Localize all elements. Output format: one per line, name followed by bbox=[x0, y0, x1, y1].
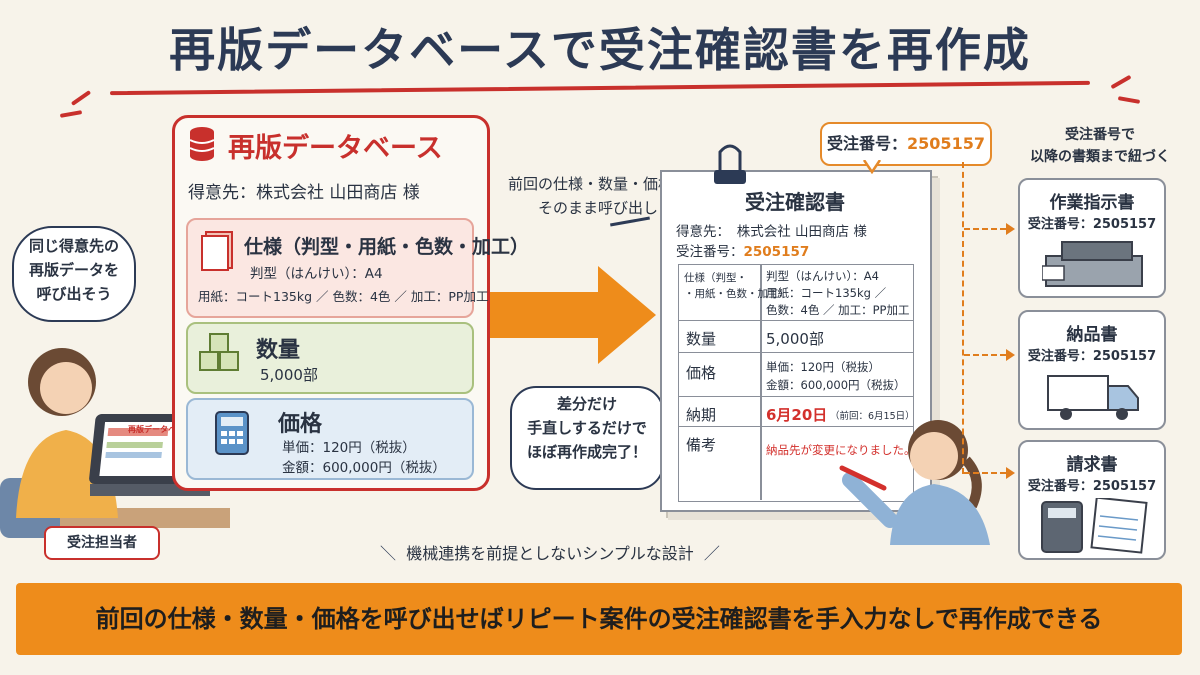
note-row-label: 備考 bbox=[686, 436, 717, 454]
design-note: ＼ 機械連携を前提としないシンプルな設計 ／ bbox=[380, 544, 720, 563]
laptop-screen-title: 再版データベース bbox=[128, 425, 192, 434]
database-title: 再版データベース bbox=[228, 133, 443, 164]
price-row-label: 価格 bbox=[686, 364, 717, 382]
link-connector bbox=[962, 162, 964, 474]
quantity-value: 5,000部 bbox=[260, 366, 318, 384]
document-customer: 得意先： 株式会社 山田商店 様 bbox=[676, 224, 867, 240]
staff-label: 受注担当者 bbox=[44, 526, 160, 560]
arrow-head bbox=[1006, 349, 1015, 361]
callout-pointer bbox=[862, 160, 882, 174]
arrow-caption: 前回の仕様・数量・価格をそのまま呼び出し bbox=[508, 175, 689, 217]
order-confirmation-document bbox=[660, 170, 932, 512]
emphasis-mark bbox=[70, 90, 92, 106]
big-right-arrow bbox=[490, 266, 656, 364]
order-number-callout: 受注番号：2505157 bbox=[820, 122, 992, 166]
document-title: 受注確認書 bbox=[745, 190, 845, 214]
arrow-head bbox=[1006, 223, 1015, 235]
delivery-truck-icon bbox=[1047, 375, 1139, 420]
price-row-values: 単価：120円（税抜）金額：600,000円（税抜） bbox=[766, 360, 906, 392]
boxes-icon bbox=[199, 333, 239, 371]
editor-speech-bubble: 差分だけ手直しするだけでほぼ再作成完了！ bbox=[510, 386, 664, 490]
binder-clip-icon bbox=[714, 144, 746, 184]
spec-line-2: 用紙：コート135kg ／ 色数：4色 ／ 加工：PP加工 bbox=[198, 289, 489, 304]
price-total: 金額：600,000円（税抜） bbox=[282, 460, 446, 476]
printing-press-icon bbox=[1042, 241, 1143, 287]
spec-line-1: 判型（はんけい）：A4 bbox=[250, 266, 383, 282]
quantity-heading: 数量 bbox=[256, 338, 301, 363]
summary-banner: 前回の仕様・数量・価格を呼び出せばリピート案件の受注確認書を手入力なしで再作成で… bbox=[16, 583, 1182, 655]
arrow-head bbox=[1006, 467, 1015, 479]
price-heading: 価格 bbox=[278, 412, 323, 437]
database-icon bbox=[189, 127, 215, 161]
spec-card bbox=[186, 218, 474, 318]
emphasis-mark bbox=[59, 110, 83, 118]
customer-line: 得意先：株式会社 山田商店 様 bbox=[188, 183, 420, 203]
linked-docs-caption: 受注番号で以降の書類まで紐づく bbox=[1030, 127, 1170, 165]
spec-row-label: 仕様（判型・・用紙・色数・加工） bbox=[684, 272, 789, 300]
spec-heading: 仕様（判型・用紙・色数・加工） bbox=[244, 236, 530, 258]
linked-doc-invoice: 請求書 受注番号：2505157 bbox=[1018, 440, 1166, 560]
due-row-value: 6月20日 bbox=[766, 406, 828, 424]
linked-doc-delivery-note: 納品書 受注番号：2505157 bbox=[1018, 310, 1166, 430]
emphasis-mark bbox=[1117, 96, 1141, 104]
qty-row-value: 5,000部 bbox=[766, 330, 824, 348]
editor-illustration bbox=[839, 420, 990, 545]
document-table bbox=[678, 264, 914, 502]
due-row-label: 納期 bbox=[686, 406, 717, 424]
page-title: 再版データベースで受注確認書を再作成 bbox=[169, 23, 1031, 77]
staff-speech-bubble: 同じ得意先の再版データを呼び出そう bbox=[12, 226, 136, 322]
linked-doc-work-order: 作業指示書 受注番号：2505157 bbox=[1018, 178, 1166, 298]
title-underline bbox=[110, 80, 1090, 96]
calculator-invoice-icon bbox=[1041, 498, 1148, 554]
document-order-number: 受注番号：2505157 bbox=[676, 244, 810, 260]
due-row-previous: （前回：6月15日） bbox=[830, 411, 915, 422]
calculator-icon bbox=[215, 411, 249, 455]
note-row-value: 納品先が変更になりました。 bbox=[766, 443, 916, 457]
paper-stack-icon bbox=[201, 231, 233, 271]
price-unit: 単価：120円（税抜） bbox=[282, 440, 416, 456]
qty-row-label: 数量 bbox=[686, 330, 717, 348]
